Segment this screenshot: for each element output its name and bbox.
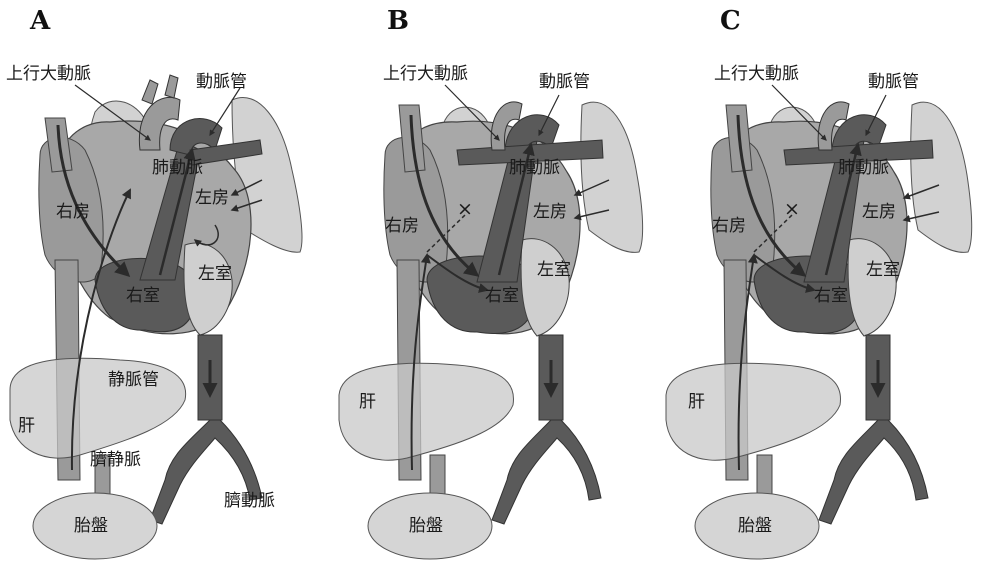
label-right-atrium: 右房: [56, 204, 90, 221]
label-left-atrium: 左房: [533, 204, 567, 221]
label-placenta: 胎盤: [738, 518, 772, 535]
label-right-ventricle: 右室: [485, 288, 519, 305]
label-left-atrium: 左房: [195, 190, 229, 207]
iliac-arteries: [819, 420, 928, 524]
label-pulmonary-artery: 肺動脈: [509, 160, 560, 177]
label-umbilical-vein: 臍静脈: [90, 452, 141, 469]
label-right-ventricle: 右室: [814, 288, 848, 305]
label-liver: 肝: [18, 418, 35, 435]
label-umbilical-artery: 臍動脈: [224, 493, 275, 510]
liver: [10, 358, 186, 458]
label-left-atrium: 左房: [862, 204, 896, 221]
label-right-ventricle: 右室: [126, 288, 160, 305]
label-left-ventricle: 左室: [537, 262, 571, 279]
panel-b: B 上行大動脈 動脈管 肺動脈 右房 × 左房 左室 右室 肝 胎盤: [327, 0, 654, 572]
label-liver: 肝: [688, 394, 705, 411]
label-placenta: 胎盤: [409, 518, 443, 535]
label-ductus-arteriosus: 動脈管: [539, 74, 590, 91]
label-ascending-aorta: 上行大動脈: [6, 66, 91, 83]
label-ascending-aorta: 上行大動脈: [383, 66, 468, 83]
label-pulmonary-artery: 肺動脈: [152, 160, 203, 177]
label-placenta: 胎盤: [74, 518, 108, 535]
label-ascending-aorta: 上行大動脈: [714, 66, 799, 83]
blocked-foramen-mark: ×: [784, 200, 800, 219]
label-ductus-arteriosus: 動脈管: [196, 74, 247, 91]
right-lung: [581, 102, 643, 252]
label-left-ventricle: 左室: [198, 266, 232, 283]
panel-c: C 上行大動脈 動脈管 肺動脈 右房 × 左房 左室 右室 肝 胎盤: [654, 0, 981, 572]
label-right-atrium: 右房: [712, 218, 746, 235]
iliac-arteries: [492, 420, 601, 524]
panel-label: B: [387, 6, 409, 36]
label-liver: 肝: [359, 394, 376, 411]
label-left-ventricle: 左室: [866, 262, 900, 279]
panel-label: C: [720, 6, 741, 36]
label-ductus-arteriosus: 動脈管: [868, 74, 919, 91]
panel-a: A 上行大動脈 動脈管 肺動脈 右房 左房 左室 右室 静脈管 肝 臍静脈 臍動…: [0, 0, 327, 572]
blocked-foramen-mark: ×: [457, 200, 473, 219]
right-lung: [911, 102, 972, 252]
label-ductus-venosus: 静脈管: [108, 372, 159, 389]
panel-a-diagram: [0, 0, 327, 572]
panel-label: A: [30, 6, 50, 36]
label-right-atrium: 右房: [385, 218, 419, 235]
label-pulmonary-artery: 肺動脈: [838, 160, 889, 177]
